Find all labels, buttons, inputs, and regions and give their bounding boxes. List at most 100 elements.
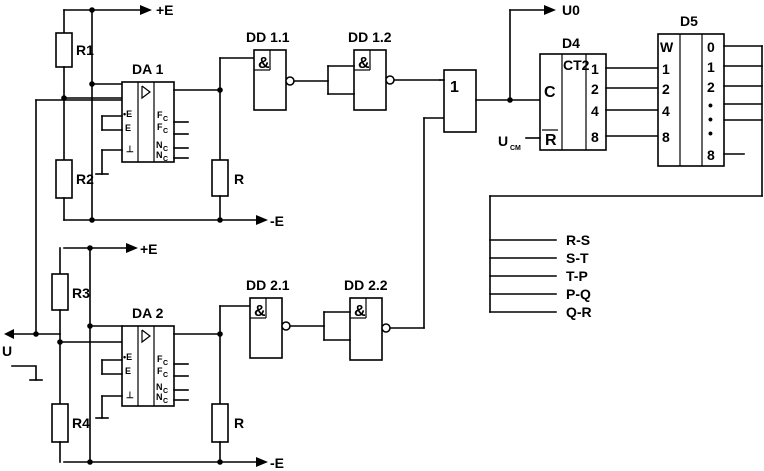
gate-dd22-label: DD 2.2	[344, 277, 388, 293]
decoder-d5: D5 W 1 2 4 8 0 1 2 • • • 8	[657, 13, 763, 197]
counter-d4-out-2: 2	[591, 81, 599, 97]
da2-pin-nc2-sub: C	[163, 398, 168, 405]
counter-d4-reset-input-sub: CM	[510, 145, 521, 152]
gate-dd12-label: DD 1.2	[348, 29, 392, 45]
counter-d4-out-4: 4	[591, 103, 599, 119]
ground-input-icon	[11, 365, 37, 381]
decoder-d5-out-1: 1	[707, 59, 715, 75]
decoder-d5-in-8: 8	[662, 129, 670, 145]
da1-pin-fc2: F	[157, 122, 163, 132]
da1-pin-nc2: N	[156, 150, 163, 160]
resistor-r4-label: R4	[72, 415, 90, 431]
da2-pin-fc1-sub: C	[163, 360, 168, 367]
arrow-right-icon	[256, 457, 268, 467]
input-u-label: U	[2, 343, 12, 359]
gate-dd11-symbol: &	[258, 55, 270, 72]
decoder-d5-label: D5	[680, 13, 698, 29]
gate-dd21-symbol: &	[254, 303, 266, 320]
da1-pin-fc1-sub: C	[163, 116, 168, 123]
resistor-r-top-label: R	[234, 171, 244, 187]
counter-d4-reset-input: U	[498, 133, 508, 149]
resistor-r1	[55, 32, 73, 68]
gate-dd21-group: R DD 2.1 &	[211, 277, 325, 465]
resistor-r-top	[211, 159, 229, 197]
supply-pos-label-top: +E	[156, 2, 174, 18]
da1-pin-nc1: N	[156, 140, 163, 150]
da2-pin-fc1: F	[157, 354, 163, 364]
resistor-r2	[55, 159, 73, 199]
gate-dd21-label: DD 2.1	[246, 277, 290, 293]
da2-pin-minus: E	[125, 366, 131, 376]
comparator-triangle-icon	[141, 329, 151, 344]
arrow-right-icon	[140, 5, 152, 15]
da1-pin-fc2-sub: C	[163, 128, 168, 135]
gate-dd11-label: DD 1.1	[246, 29, 290, 45]
decoder-d5-in-2: 2	[662, 81, 670, 97]
da2-pin-fc2-sub: C	[163, 372, 168, 379]
supply-neg-label-bottom: -E	[270, 455, 284, 471]
da2-pin-nc2: N	[156, 392, 163, 402]
comparator-da2-label: DA 2	[132, 305, 164, 321]
da1-pin-nc1-sub: C	[163, 146, 168, 153]
resistor-r4	[51, 403, 69, 443]
comparator-da1: DA 1 •E E ⊥ F C F C N C N C	[95, 61, 221, 175]
decoder-d5-out-0: 0	[707, 39, 715, 55]
decoder-d5-in-4: 4	[662, 103, 670, 119]
resistor-r1-label: R1	[76, 42, 94, 58]
input-signal: U	[2, 99, 123, 381]
comparator-da1-label: DA 1	[132, 61, 164, 77]
decoder-d5-out-dot2: •	[708, 111, 713, 127]
da1-pin-plus: •E	[123, 109, 132, 119]
arrow-right-icon	[256, 215, 268, 225]
da1-pin-gnd: ⊥	[126, 144, 134, 154]
resistor-r-bottom	[211, 403, 229, 443]
decoder-d5-in-1: 1	[662, 61, 670, 77]
output-u0-label: U0	[562, 2, 580, 18]
gate-dd12-group: DD 1.2 &	[327, 29, 441, 111]
supply-neg-label-top: -E	[270, 213, 284, 229]
gate-or: 1 U0	[439, 2, 580, 133]
resistor-r3-label: R3	[72, 285, 90, 301]
da1-pin-nc2-sub: C	[163, 156, 168, 163]
decoder-d5-out-dot3: •	[708, 125, 713, 141]
gate-dd22-group: DD 2.2 &	[323, 117, 445, 361]
bottom-divider: R3 R4	[51, 245, 123, 465]
resistor-r-bottom-label: R	[234, 415, 244, 431]
decoder-d5-enable: W	[660, 39, 674, 55]
gate-dd22-symbol: &	[354, 303, 366, 320]
supply-rails: +E +E -E -E	[63, 2, 284, 471]
arrow-right-icon	[544, 5, 556, 15]
phase-label-st: S-T	[566, 250, 589, 266]
gate-dd12-symbol: &	[358, 55, 370, 72]
da2-pin-plus: •E	[123, 352, 132, 362]
gate-or-symbol: 1	[450, 79, 459, 96]
resistor-r2-label: R2	[76, 171, 94, 187]
phase-label-qr: Q-R	[566, 304, 592, 320]
comparator-da2: DA 2 •E E ⊥ F C F C N C N C	[95, 305, 221, 419]
top-divider: R1 R2	[55, 7, 123, 223]
da2-pin-nc1-sub: C	[163, 388, 168, 395]
decoder-d5-out-8: 8	[707, 147, 715, 163]
counter-d4-label: D4	[562, 35, 580, 51]
counter-d4: D4 CT2 C R 1 2 4 8 U CM	[498, 35, 659, 152]
comparator-triangle-icon	[141, 85, 151, 100]
counter-d4-type: CT2	[563, 57, 590, 73]
counter-d4-out-1: 1	[591, 61, 599, 77]
supply-pos-label-bottom: +E	[140, 241, 158, 257]
arrow-right-icon	[126, 243, 138, 253]
da1-pin-fc1: F	[157, 110, 163, 120]
phase-label-pq: P-Q	[566, 286, 591, 302]
phase-label-rs: R-S	[566, 232, 590, 248]
counter-d4-clock: C	[544, 84, 556, 101]
da1-pin-minus: E	[125, 123, 131, 133]
da2-pin-gnd: ⊥	[126, 390, 134, 400]
phase-bus: R-S S-T T-P P-Q Q-R	[489, 195, 763, 320]
da2-pin-nc1: N	[156, 382, 163, 392]
arrow-left-icon	[4, 329, 14, 339]
decoder-d5-out-2: 2	[707, 79, 715, 95]
counter-d4-out-8: 8	[591, 129, 599, 145]
da2-pin-fc2: F	[157, 366, 163, 376]
resistor-r3	[51, 273, 69, 311]
decoder-d5-out-dot1: •	[708, 97, 713, 113]
